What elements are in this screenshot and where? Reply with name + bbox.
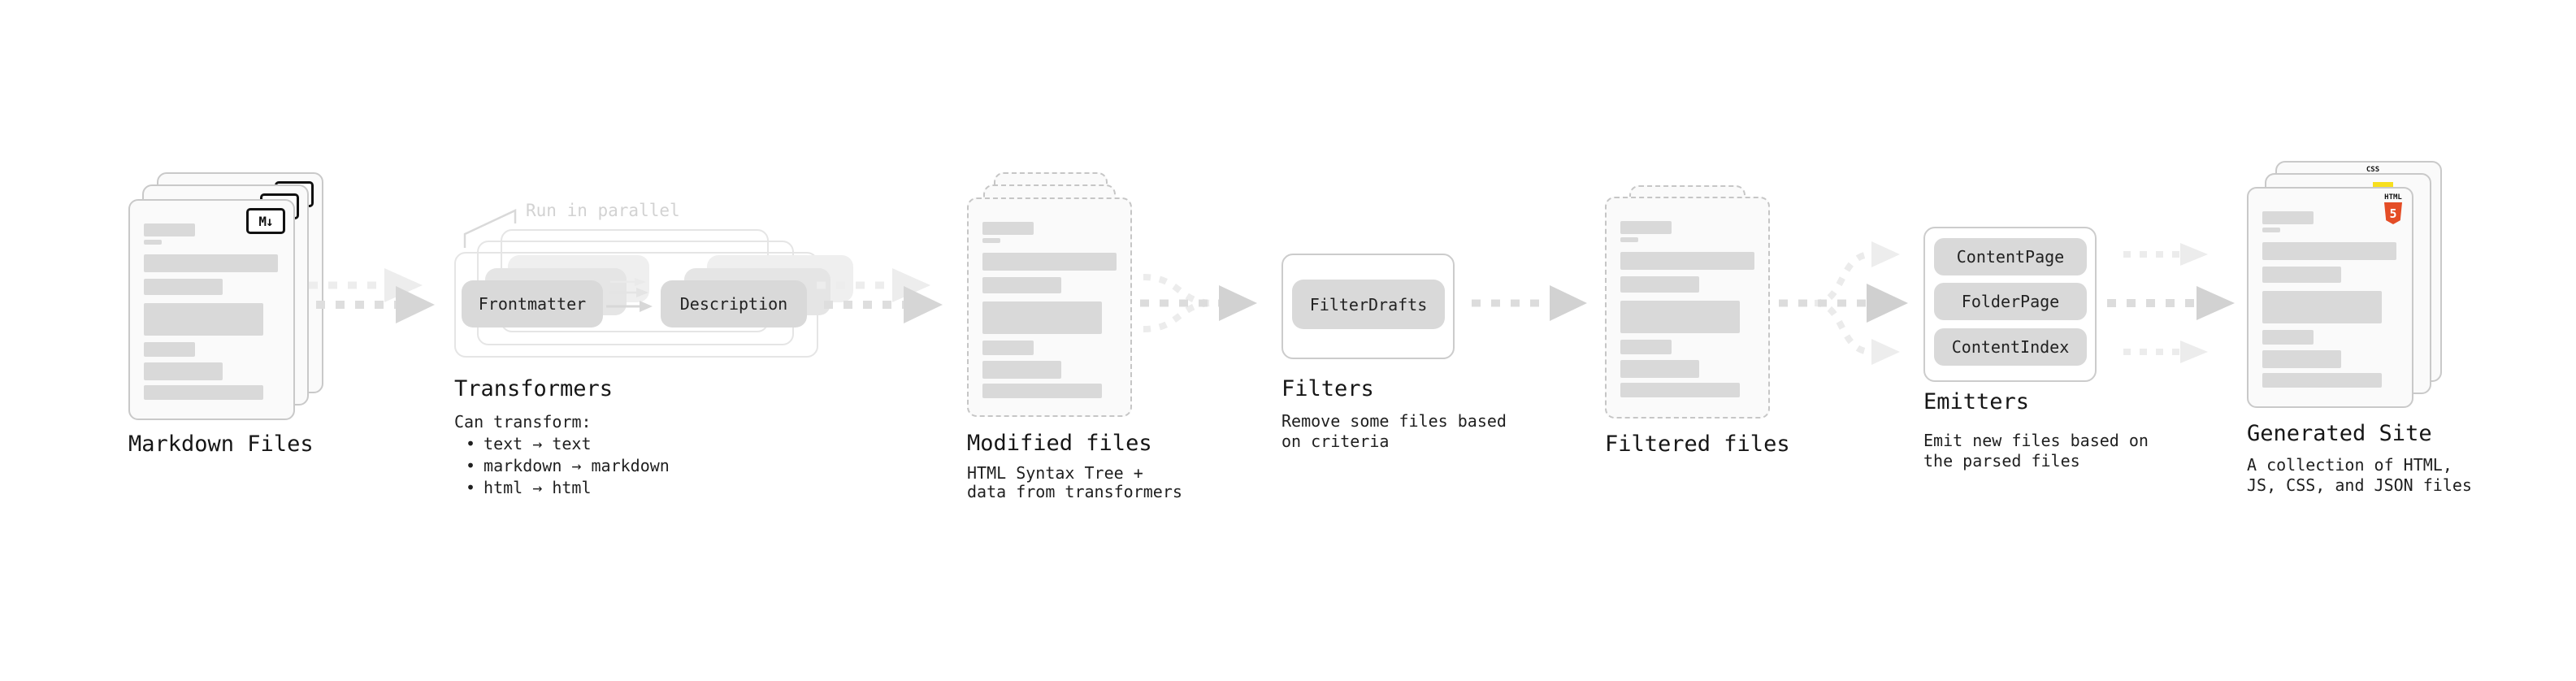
split-arrow-icon xyxy=(1779,241,1908,365)
modified-file-card-front xyxy=(967,197,1132,417)
flow-arrow-icon xyxy=(2123,340,2208,363)
emitters-label: Emitters xyxy=(1923,389,2030,414)
generated-site-description: A collection of HTML, JS, CSS, and JSON … xyxy=(2247,455,2472,495)
filterdrafts-pill: FilterDrafts xyxy=(1292,280,1445,329)
modified-files-label: Modified files xyxy=(967,431,1152,456)
description-pill: Description xyxy=(661,280,807,327)
can-transform-heading: Can transform: xyxy=(454,412,592,432)
contentindex-pill: ContentIndex xyxy=(1934,328,2087,366)
bullet-item: •text → text xyxy=(466,434,592,453)
callout-line-icon xyxy=(463,209,517,248)
document-text-placeholder xyxy=(1620,221,1754,397)
html-file-card: HTML 5 xyxy=(2247,187,2413,408)
folderpage-pill: FolderPage xyxy=(1934,283,2087,320)
html5-icon: HTML 5 xyxy=(2383,193,2404,224)
filters-description: Remove some files based on criteria xyxy=(1281,411,1507,451)
flow-arrow-icon xyxy=(1472,285,1587,321)
frontmatter-pill: Frontmatter xyxy=(462,280,603,327)
parallel-arrows-icon xyxy=(606,278,653,312)
flow-arrow-icon xyxy=(2123,243,2208,266)
document-text-placeholder xyxy=(982,222,1117,398)
flow-arrow-icon xyxy=(817,268,943,323)
bullet-item: •html → html xyxy=(466,478,592,497)
flow-arrow-icon xyxy=(309,268,435,323)
bullet-item: •markdown → markdown xyxy=(466,456,670,475)
contentpage-pill: ContentPage xyxy=(1934,238,2087,275)
generated-site-label: Generated Site xyxy=(2247,421,2432,446)
emitters-description: Emit new files based on the parsed files xyxy=(1923,431,2149,471)
filtered-file-card-front xyxy=(1605,197,1770,419)
run-in-parallel-note: Run in parallel xyxy=(526,201,680,220)
filtered-files-label: Filtered files xyxy=(1605,432,1790,457)
markdown-icon: M↓ xyxy=(246,208,285,234)
document-text-placeholder xyxy=(2262,211,2396,388)
flow-arrow-icon xyxy=(2107,286,2235,320)
transformers-description: Can transform: •text → text •markdown → … xyxy=(454,411,670,499)
markdown-file-card-front: M↓ xyxy=(128,199,295,420)
modified-files-description: HTML Syntax Tree + data from transformer… xyxy=(967,463,1182,501)
merge-arrow-icon xyxy=(1140,274,1257,332)
javascript-icon xyxy=(2373,182,2393,191)
filters-label: Filters xyxy=(1281,376,1374,401)
markdown-files-label: Markdown Files xyxy=(128,432,314,457)
transformers-label: Transformers xyxy=(454,376,614,401)
document-text-placeholder xyxy=(144,223,278,400)
